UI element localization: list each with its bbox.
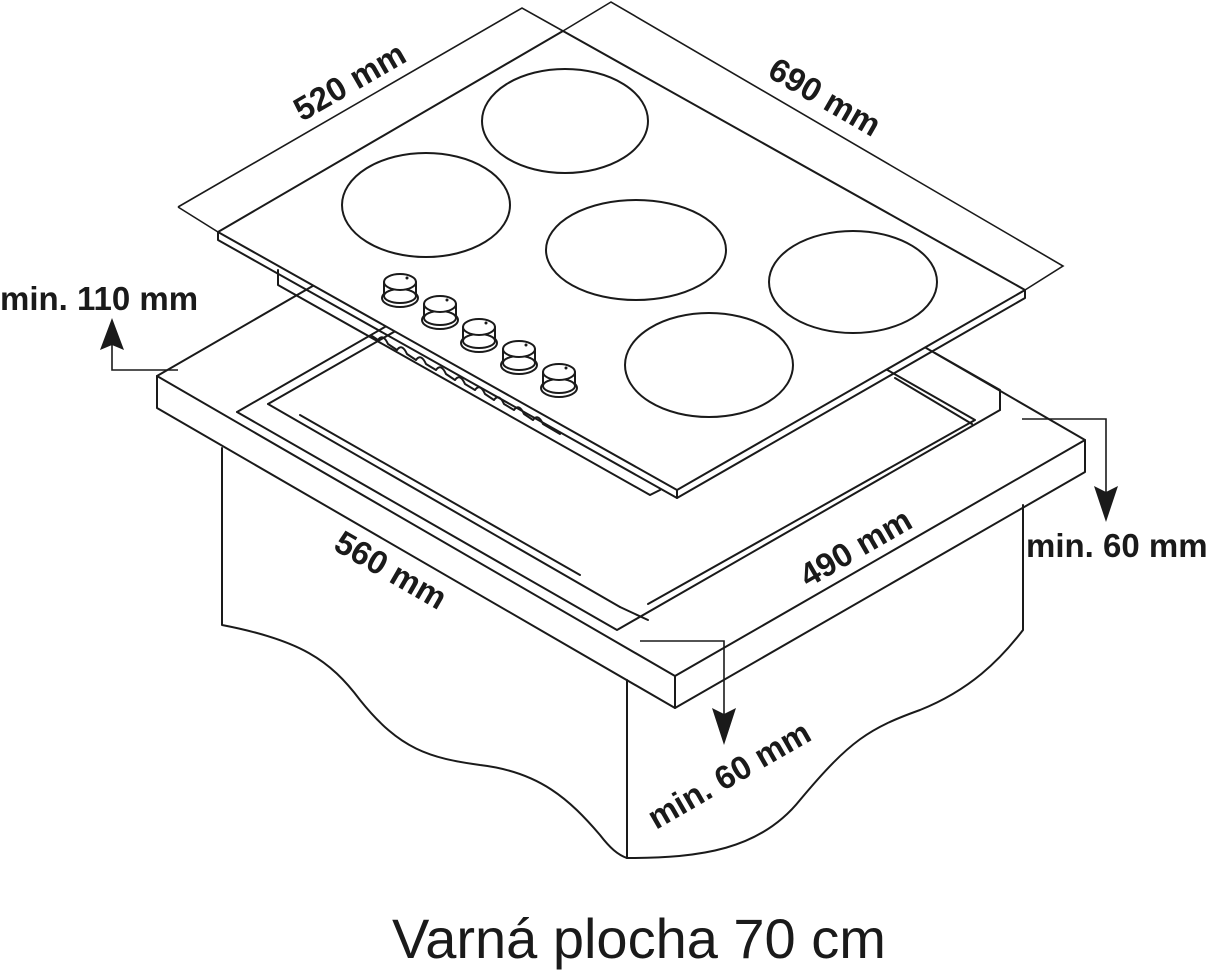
cabinet-left-side bbox=[221, 447, 628, 859]
cooking-zone-right bbox=[768, 230, 938, 334]
cabinet-right-side bbox=[626, 504, 1024, 859]
arrow-down-icon bbox=[712, 708, 736, 745]
worktop-cutout bbox=[236, 316, 1001, 631]
cooking-zone-back-center bbox=[481, 68, 649, 174]
cooking-zone-front bbox=[624, 312, 794, 418]
cabinet bbox=[156, 139, 1086, 859]
arrow-down-icon bbox=[1094, 486, 1118, 522]
cooking-zone-left bbox=[341, 152, 511, 258]
back-clearance-label: min. 60 mm bbox=[1026, 527, 1208, 564]
control-knob-1 bbox=[381, 273, 419, 308]
control-knob-2 bbox=[421, 295, 459, 330]
cooking-zone-center bbox=[545, 199, 727, 301]
arrow-up-icon bbox=[100, 318, 124, 350]
hob-depth-label: 520 mm bbox=[287, 35, 412, 129]
side-clearance-label: min. 110 mm bbox=[0, 280, 198, 317]
control-knob-4 bbox=[500, 340, 538, 375]
diagram-caption: Varná plocha 70 cm bbox=[392, 907, 886, 970]
control-knob-3 bbox=[460, 318, 498, 353]
dimension-lines bbox=[100, 1, 1118, 745]
hob-control-rail bbox=[371, 335, 561, 435]
front-clearance-label: min. 60 mm bbox=[641, 713, 817, 836]
control-knob-5 bbox=[540, 363, 578, 398]
hob-width-label: 690 mm bbox=[763, 50, 888, 144]
